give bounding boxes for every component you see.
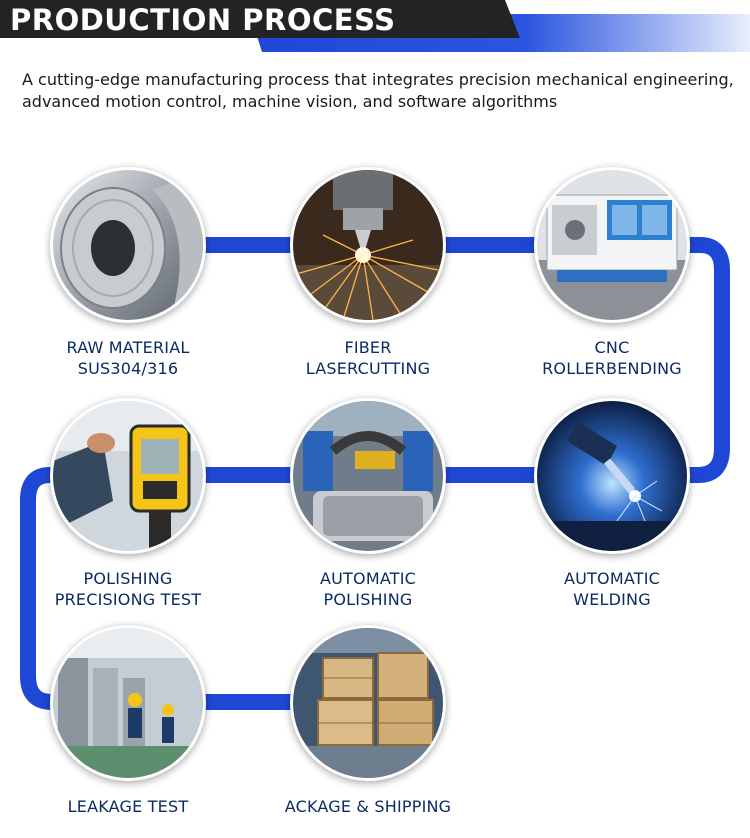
laser-sparks-photo [290,167,446,323]
step-leakage-test-label: LEAKAGE TEST [67,797,189,816]
factory-workers-photo [50,625,206,781]
page-title: PRODUCTION PROCESS [10,3,396,37]
wooden-crates-photo [290,625,446,781]
polishing-machine-photo [290,398,446,554]
step-leakage-test: LEAKAGE TEST [38,625,218,825]
cnc-machine-photo [534,167,690,323]
handheld-tester-photo [50,398,206,554]
step-package-shipping-label: ACKAGE & SHIPPING [284,797,452,816]
intro-text: A cutting-edge manufacturing process tha… [22,70,734,111]
welding-robot-photo [534,398,690,554]
steel-coil-photo [50,167,206,323]
header-banner [0,0,750,52]
step-package-shipping: ACKAGE & SHIPPING [278,625,458,825]
